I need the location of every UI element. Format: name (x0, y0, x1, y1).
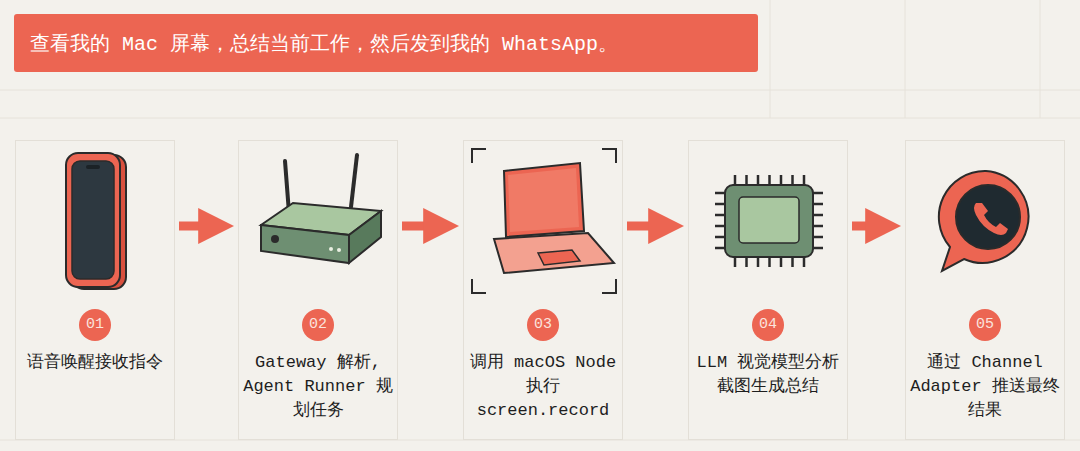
chip-icon (689, 141, 849, 301)
step-number: 02 (302, 309, 334, 341)
prompt-banner: 查看我的 Mac 屏幕，总结当前工作，然后发到我的 WhatsApp。 (14, 14, 758, 72)
flow-arrow (179, 222, 218, 231)
laptop-icon (464, 141, 624, 301)
step-caption: 通过 Channel Adapter 推送最终结果 (910, 351, 1060, 423)
step-caption: 调用 macOS Node 执行 screen.record (468, 351, 618, 423)
step-panel: 01 语音唤醒接收指令 (15, 140, 175, 440)
step-number: 04 (752, 309, 784, 341)
step-panel: 04LLM 视觉模型分析截图生成总结 (688, 140, 848, 440)
step-panel: 03 调用 macOS Node 执行 screen.record (463, 140, 623, 440)
step-caption: Gateway 解析, Agent Runner 规划任务 (243, 351, 393, 423)
step-panel: 02Gateway 解析, Agent Runner 规划任务 (238, 140, 398, 440)
flow-arrow (402, 222, 443, 231)
step-number: 05 (969, 309, 1001, 341)
step-number: 03 (527, 309, 559, 341)
step-number: 01 (79, 309, 111, 341)
step-caption: LLM 视觉模型分析截图生成总结 (693, 351, 843, 399)
step-caption: 语音唤醒接收指令 (20, 351, 170, 375)
phone-icon (16, 141, 176, 301)
step-panel: 05 通过 Channel Adapter 推送最终结果 (905, 140, 1065, 440)
flow-arrow (852, 222, 885, 231)
chat-bubble-icon (906, 141, 1066, 301)
flow-arrow (627, 222, 668, 231)
router-icon (239, 141, 399, 301)
prompt-text: 查看我的 Mac 屏幕，总结当前工作，然后发到我的 WhatsApp。 (30, 30, 618, 57)
